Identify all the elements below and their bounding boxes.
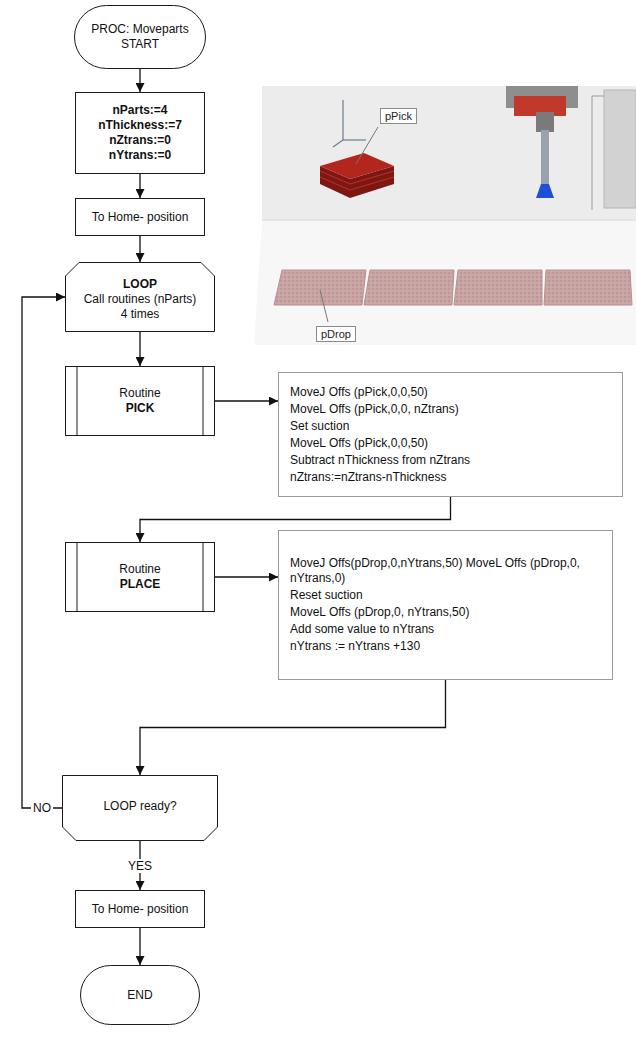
flow-connector [22,297,65,808]
side-machine-edge [592,96,593,210]
node-text: PICK [126,401,155,416]
node-text: Routine [119,562,160,577]
loop-end: LOOP ready? [62,775,218,841]
robot-wrist [536,112,554,132]
node-text: nYtrans := nYtrans +130 [290,639,420,654]
drop-tile [454,270,542,305]
node-text: END [127,988,152,1003]
node-text: Call routines (nParts) 4 times [81,292,199,322]
process-box: To Home- position [75,198,205,236]
drop-tile [364,270,454,305]
flow-connector [139,928,140,965]
box-outline [279,531,613,680]
node-text: nParts:=4 [112,103,167,118]
subroutine-bar [203,367,204,436]
frame-axis [343,139,366,140]
suction-cup [536,184,554,198]
box-outline [76,891,205,928]
node-text: MoveL Offs (pPick,0,0,50) [290,436,428,451]
frame-axis [342,100,343,140]
node-text: nZtrans:=nZtrans-nThickness [290,470,446,485]
drop-tile [274,270,366,305]
point-label: pDrop [316,326,356,342]
node-text: Routine [119,386,160,401]
node-text: nYtrans:=0 [109,148,171,163]
node-text: nZtrans:=0 [109,133,171,148]
node-text: nThickness:=7 [98,118,182,133]
end-terminal: END [80,965,200,1025]
node-text: MoveL Offs (pPick,0,0, nZtrans) [290,402,459,417]
side-machine [604,90,636,208]
side-machine-edge [592,96,604,97]
code-box: MoveJ Offs(pDrop,0,nYtrans,50) MoveL Off… [278,530,613,680]
node-text: PROC: Moveparts [91,22,188,37]
node-text: LOOP ready? [103,799,176,814]
init-box: nParts:=4nThickness:=7nZtrans:=0nYtrans:… [75,92,205,174]
drop-tile [544,270,632,305]
subroutine-bar [77,367,78,436]
node-text: LOOP [123,277,157,292]
node-text: Reset suction [290,588,363,603]
flow-connector [140,680,446,775]
subroutine-bar [203,543,204,612]
cell-wall [262,86,636,220]
process-box: To Home- position [75,890,205,928]
node-text: MoveJ Offs(pDrop,0,nYtrans,50) MoveL Off… [290,556,601,586]
loop-limit-outline [66,263,215,332]
code-box: MoveJ Offs (pPick,0,0,50) MoveL Offs (pPi… [278,372,623,497]
node-text: MoveJ Offs (pPick,0,0,50) [290,385,428,400]
edge-label: YES [126,859,154,873]
loop-start: LOOPCall routines (nParts) 4 times [65,262,215,332]
node-text: Subtract nThickness from nZtrans [290,453,470,468]
subroutine-bar [77,543,78,612]
node-text: To Home- position [92,210,189,225]
wall-edge [262,220,636,221]
terminal-outline [75,6,206,69]
part-layer [320,177,350,190]
box-outline [66,367,215,436]
terminal-outline [81,966,200,1025]
loop-limit-outline [63,776,218,841]
part-stack-top [320,153,394,179]
leader-line [320,290,328,322]
node-text: Set suction [290,419,349,434]
node-text: PLACE [120,577,161,592]
box-outline [76,93,205,174]
box-outline [279,373,623,497]
flow-connector [215,400,278,401]
node-text: Add some value to nYtrans [290,622,434,637]
cell-floor [254,220,636,345]
flow-connector [139,332,140,366]
frame-axis [333,140,343,147]
flow-connector [139,174,140,198]
part-layer [350,177,394,190]
flow-connector [139,236,140,262]
leader-line [356,127,378,164]
box-outline [76,199,205,236]
flow-connector [139,69,140,92]
flow-connector [215,576,278,577]
robot-tool [541,130,549,184]
node-text: START [121,37,159,52]
subroutine-box: RoutinePICK [65,366,215,436]
start-terminal: PROC: MovepartsSTART [74,5,206,69]
point-label: pPick [380,108,417,124]
subroutine-box: RoutinePLACE [65,542,215,612]
node-text: To Home- position [92,902,189,917]
edge-label: NO [31,801,53,815]
box-outline [66,543,215,612]
node-text: MoveL Offs (pDrop,0, nYtrans,50) [290,605,469,620]
